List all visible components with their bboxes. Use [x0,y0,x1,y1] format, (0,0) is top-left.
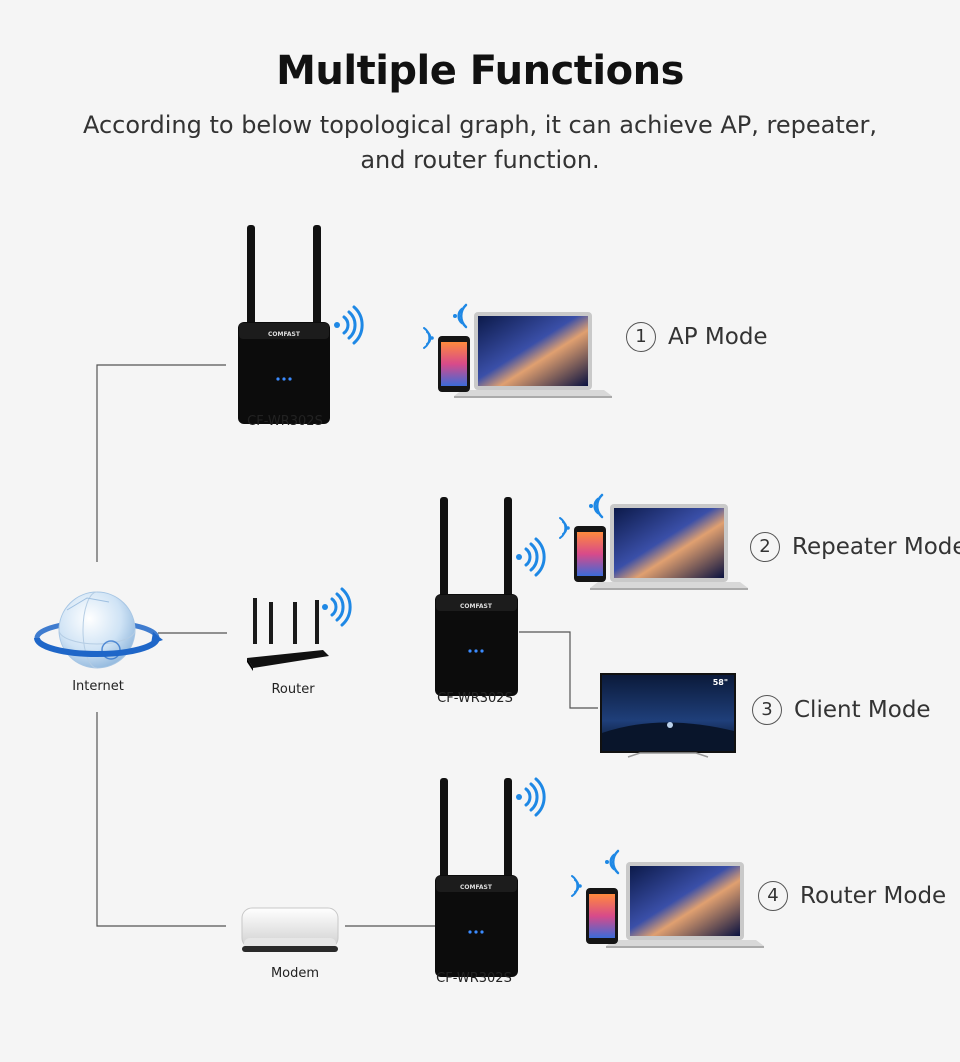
mode-ap: 1 AP Mode [626,322,768,352]
extender-label-ap: CF-WR302S [247,414,323,429]
extender-ap: COMFAST [238,225,330,424]
wifi-icon [516,537,546,577]
wifi-icon [559,517,570,539]
extender-brand-1: COMFAST [268,331,301,338]
laptop-phone-router [571,849,764,948]
mode-label: Repeater Mode [792,534,960,560]
internet-label: Internet [72,679,124,694]
mode-repeater: 2 Repeater Mode [750,532,960,562]
wifi-icon [605,849,620,875]
internet-globe-icon [34,591,163,669]
wifi-icon [571,875,582,897]
subtitle-line-1: According to below topological graph, it… [82,111,878,139]
extender-label-repeater: CF-WR302S [437,691,513,706]
router-label: Router [271,682,315,697]
connection-lines [96,364,598,927]
mode-label: Client Mode [794,697,931,723]
line-internet-to-modem [96,712,226,927]
extender-brand-2: COMFAST [460,603,493,610]
modem-label: Modem [270,966,320,981]
line-internet-to-ap [96,364,226,562]
extender-repeater: COMFAST [435,497,518,696]
tv-device: 58" [600,673,736,758]
mode-router: 4 Router Mode [758,881,946,911]
extender-router: COMFAST [435,778,518,977]
modem-device [241,907,339,952]
mode-client: 3 Client Mode [752,695,931,725]
wifi-icon [453,303,468,329]
wifi-icon [423,327,434,349]
line-extender-to-tv [519,631,598,709]
mode-label: Router Mode [800,883,947,909]
page-title: Multiple Functions [276,48,684,94]
router-device [247,598,329,671]
wifi-icon [322,587,352,627]
wifi-icon [516,777,546,817]
extender-label-router: CF-WR302S [436,971,512,986]
laptop-phone-ap [423,303,612,398]
tv-size-label: 58" [713,678,728,687]
mode-number: 2 [750,532,780,562]
mode-number: 4 [758,881,788,911]
extender-brand-3: COMFAST [460,884,493,891]
wifi-icon [589,493,604,519]
wifi-icon [334,305,364,345]
subtitle-line-2: and router function. [360,146,600,174]
mode-number: 1 [626,322,656,352]
laptop-phone-repeater [559,493,748,590]
mode-number: 3 [752,695,782,725]
mode-label: AP Mode [668,324,768,350]
page-subtitle: According to below topological graph, it… [60,108,900,178]
